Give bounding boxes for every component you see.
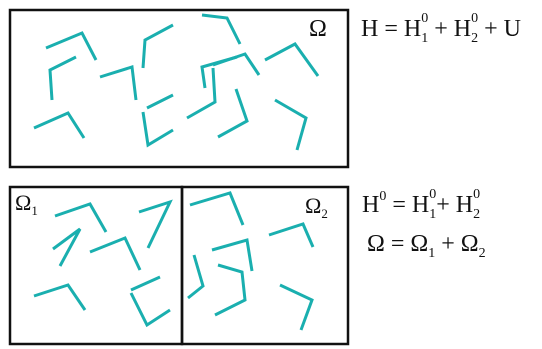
br-molecule-3 — [211, 238, 254, 272]
top-molecule-9 — [212, 52, 261, 76]
top-molecule-13 — [146, 93, 174, 110]
top-molecule-11 — [264, 42, 320, 77]
top-molecule-1 — [45, 31, 98, 61]
top-molecule-6 — [201, 13, 242, 45]
bottom-right-molecules — [187, 191, 315, 331]
bottom-right-box-frame — [180, 185, 350, 346]
top-molecule-10 — [217, 88, 249, 139]
top-molecules — [33, 13, 320, 151]
bl-molecule-2 — [52, 227, 82, 267]
top-molecule-3 — [33, 111, 86, 139]
br-molecule-5 — [214, 263, 247, 317]
bl-molecule-1 — [54, 202, 108, 233]
top-molecule-5 — [141, 23, 174, 69]
bl-molecule-4 — [138, 199, 173, 249]
bl-molecule-6 — [130, 275, 161, 292]
br-molecule-4 — [268, 222, 315, 248]
br-molecule-2 — [187, 254, 205, 300]
top-molecule-4 — [99, 65, 138, 101]
bottom-left-molecules — [33, 199, 173, 328]
br-molecule-6 — [279, 283, 314, 331]
top-box-frame — [8, 8, 350, 169]
h0-equation: H0 = H10+ H20 — [362, 187, 480, 222]
top-molecule-14 — [141, 111, 174, 148]
top-molecule-8 — [186, 67, 217, 120]
top-hamiltonian-equation: H = H10 + H20 + U — [361, 11, 521, 46]
bottom-left-omega-label: Ω1 — [15, 190, 38, 218]
top-box-omega-label: Ω — [309, 16, 327, 42]
bl-molecule-3 — [89, 236, 142, 271]
bl-molecule-7 — [129, 292, 171, 328]
top-molecule-2 — [48, 55, 77, 101]
bottom-right-omega-label: Ω2 — [305, 193, 328, 221]
bl-molecule-5 — [33, 283, 87, 311]
br-molecule-1 — [189, 191, 245, 226]
omega-equation: Ω = Ω1 + Ω2 — [367, 231, 486, 261]
top-molecule-12 — [274, 98, 308, 151]
